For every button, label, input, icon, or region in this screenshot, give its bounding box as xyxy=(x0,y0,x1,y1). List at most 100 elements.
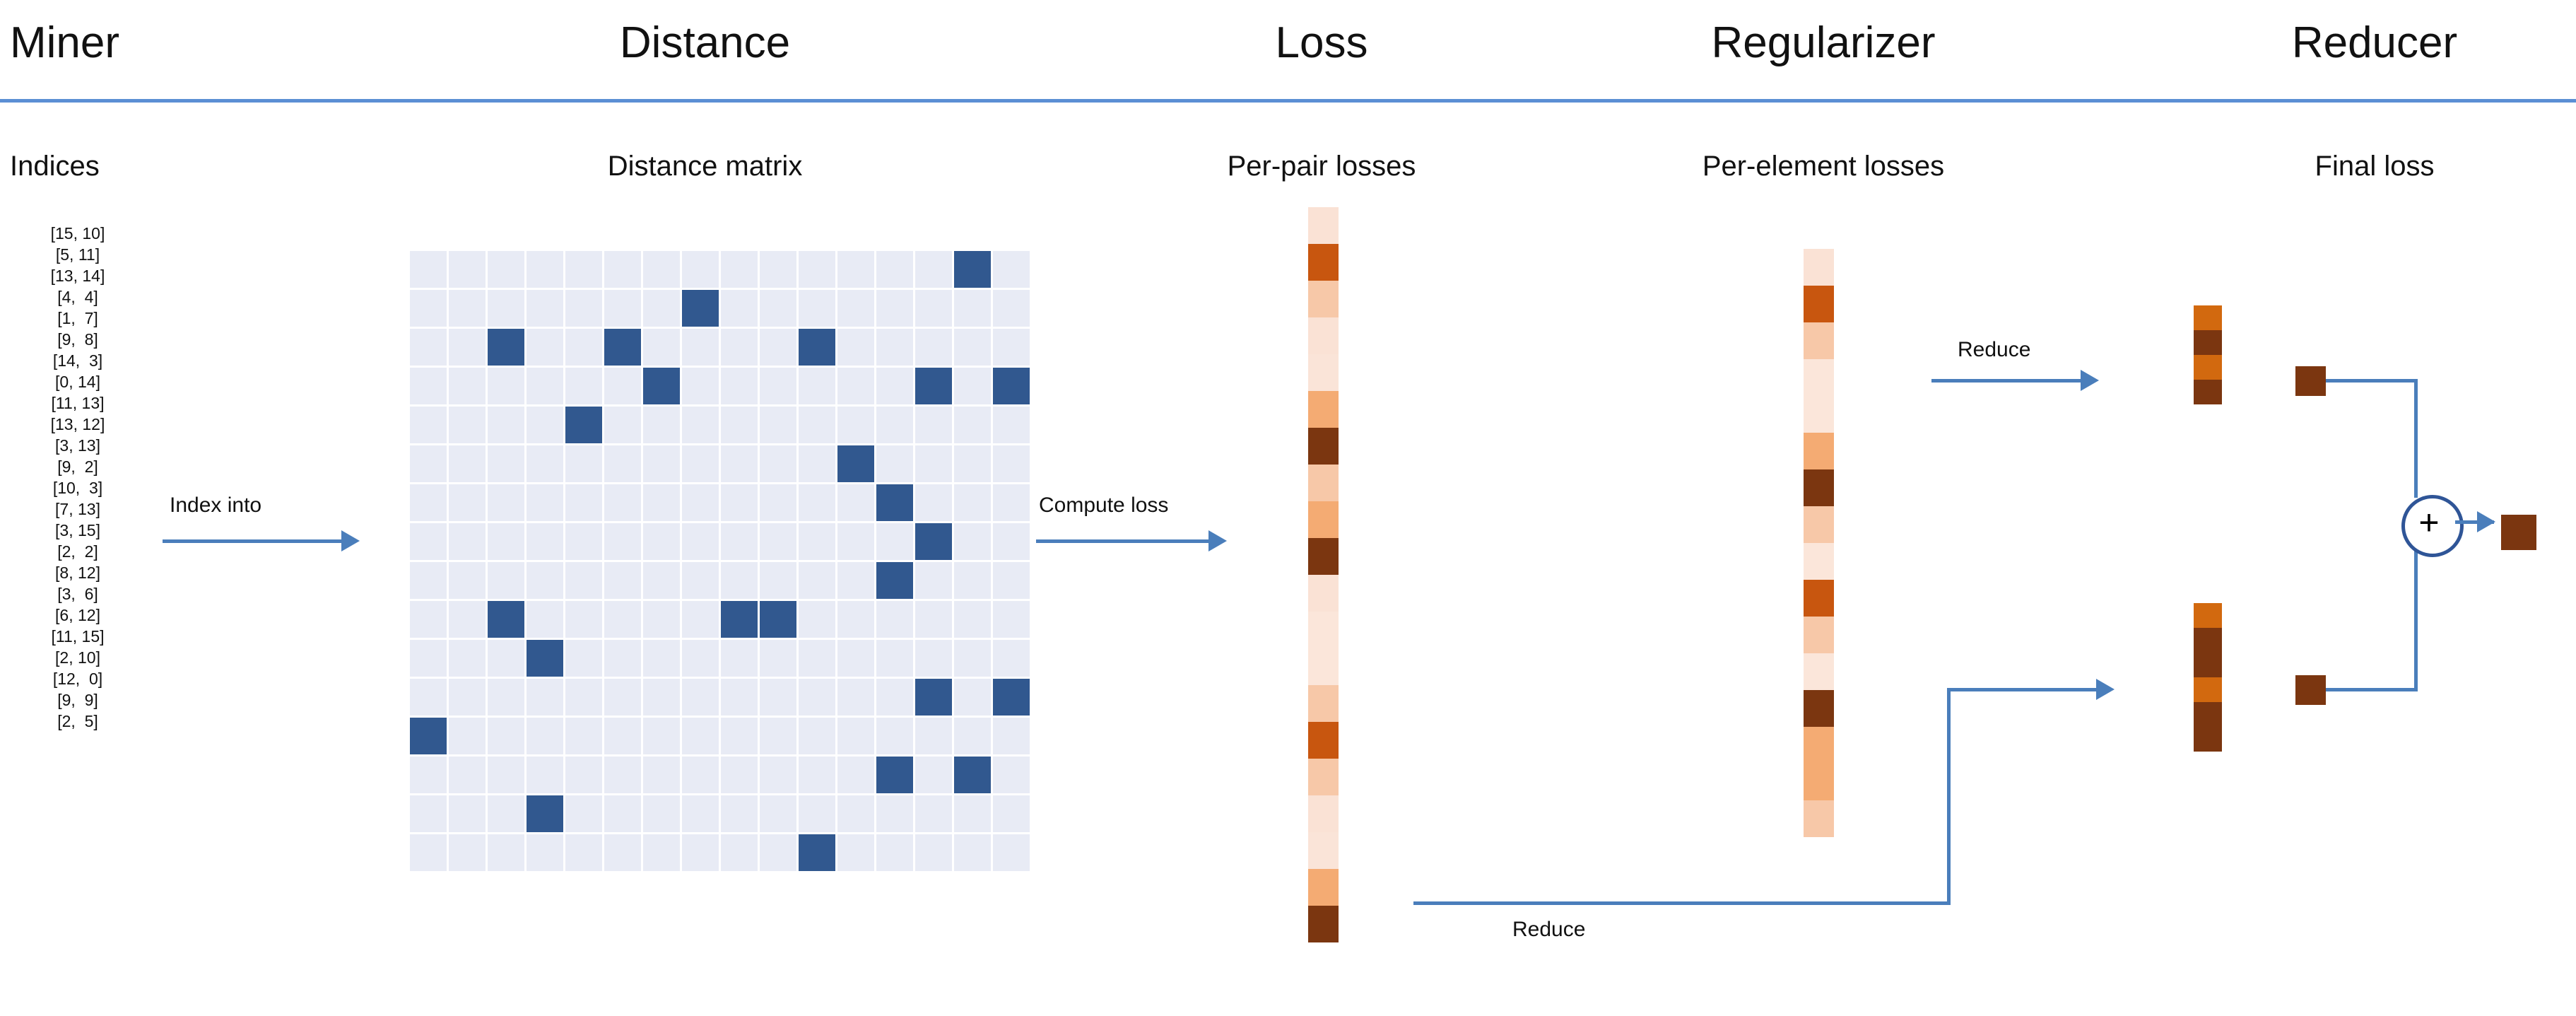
per-element-loss-cell xyxy=(1804,322,1834,359)
matrix-cell xyxy=(721,562,758,599)
matrix-cell-selected xyxy=(993,368,1030,404)
index-pair-row: [11, 15] xyxy=(51,627,105,646)
index-pair-row: [1, 7] xyxy=(57,309,98,327)
matrix-cell xyxy=(449,795,486,832)
matrix-cell xyxy=(488,757,524,793)
index-pair-row: [11, 13] xyxy=(51,394,105,412)
matrix-cell xyxy=(799,679,835,716)
matrix-cell xyxy=(565,795,602,832)
matrix-cell xyxy=(527,679,563,716)
matrix-cell xyxy=(643,795,680,832)
subtitle-distance-matrix: Distance matrix xyxy=(607,151,803,182)
matrix-cell xyxy=(799,407,835,443)
matrix-cell xyxy=(488,368,524,404)
per-element-loss-cell xyxy=(1804,506,1834,543)
matrix-cell-selected xyxy=(760,601,796,638)
matrix-cell xyxy=(993,834,1030,871)
matrix-cell xyxy=(760,640,796,677)
matrix-cell xyxy=(565,601,602,638)
per-element-loss-cell xyxy=(1804,359,1834,396)
matrix-cell xyxy=(449,484,486,521)
matrix-cell xyxy=(993,523,1030,560)
matrix-cell xyxy=(604,290,641,327)
per-element-loss-cell xyxy=(1804,543,1834,580)
matrix-cell xyxy=(993,407,1030,443)
index-pair-row: [9, 9] xyxy=(57,691,98,709)
matrix-cell xyxy=(604,757,641,793)
matrix-cell xyxy=(565,329,602,366)
arrow-head-reduce-bottom xyxy=(2096,679,2115,700)
index-pair-row: [15, 10] xyxy=(50,224,105,243)
matrix-cell xyxy=(993,718,1030,754)
matrix-cell xyxy=(449,640,486,677)
matrix-cell xyxy=(993,251,1030,288)
matrix-cell xyxy=(410,834,447,871)
matrix-cell-selected xyxy=(565,407,602,443)
index-pair-row: [2, 2] xyxy=(57,542,98,561)
matrix-cell xyxy=(488,679,524,716)
matrix-cell xyxy=(565,834,602,871)
subtitle-final-loss: Final loss xyxy=(2315,151,2435,182)
matrix-cell xyxy=(604,834,641,871)
per-pair-loss-cell xyxy=(1308,354,1339,391)
header-divider-rule xyxy=(0,99,2576,103)
per-pair-loss-cell xyxy=(1308,722,1339,759)
matrix-cell xyxy=(915,407,952,443)
matrix-cell xyxy=(721,795,758,832)
matrix-cell xyxy=(993,329,1030,366)
matrix-cell xyxy=(837,329,874,366)
matrix-cell xyxy=(876,251,913,288)
matrix-cell xyxy=(837,251,874,288)
matrix-cell xyxy=(527,329,563,366)
per-pair-loss-cell xyxy=(1308,465,1339,501)
matrix-cell xyxy=(837,407,874,443)
matrix-cell-selected xyxy=(527,795,563,832)
reduce-bottom-path-horizontal-low xyxy=(1413,901,1951,905)
subtitle-per-element-losses: Per-element losses xyxy=(1702,151,1945,182)
per-pair-loss-cell xyxy=(1308,428,1339,465)
matrix-cell xyxy=(565,368,602,404)
matrix-cell xyxy=(643,329,680,366)
matrix-cell xyxy=(915,329,952,366)
matrix-cell-selected xyxy=(604,329,641,366)
matrix-cell-selected xyxy=(954,757,991,793)
column-title-miner: Miner xyxy=(10,18,120,67)
matrix-cell-selected xyxy=(527,640,563,677)
matrix-cell xyxy=(643,562,680,599)
matrix-cell xyxy=(410,290,447,327)
matrix-cell xyxy=(721,757,758,793)
matrix-cell xyxy=(643,484,680,521)
matrix-cell xyxy=(643,445,680,482)
matrix-cell xyxy=(799,601,835,638)
matrix-cell xyxy=(876,718,913,754)
matrix-cell xyxy=(915,640,952,677)
matrix-cell xyxy=(721,834,758,871)
matrix-cell xyxy=(954,795,991,832)
reducer-input-cell xyxy=(2194,330,2222,355)
matrix-cell-selected xyxy=(410,718,447,754)
matrix-cell xyxy=(604,718,641,754)
arrow-head-compute-loss xyxy=(1208,530,1227,551)
matrix-cell-selected xyxy=(915,523,952,560)
per-element-loss-cell xyxy=(1804,249,1834,286)
per-element-loss-cell xyxy=(1804,469,1834,506)
matrix-cell xyxy=(721,407,758,443)
matrix-cell xyxy=(915,795,952,832)
matrix-cell xyxy=(721,718,758,754)
per-pair-loss-cell xyxy=(1308,244,1339,281)
arrow-head-final-loss xyxy=(2477,511,2495,532)
matrix-cell xyxy=(799,484,835,521)
per-pair-loss-cell xyxy=(1308,612,1339,648)
matrix-cell xyxy=(682,679,719,716)
matrix-cell xyxy=(410,679,447,716)
matrix-cell xyxy=(527,407,563,443)
arrow-label-reduce-bottom: Reduce xyxy=(1512,918,1586,941)
matrix-cell xyxy=(682,718,719,754)
matrix-cell xyxy=(837,290,874,327)
per-pair-loss-cell xyxy=(1308,538,1339,575)
matrix-cell xyxy=(488,251,524,288)
matrix-cell xyxy=(643,718,680,754)
matrix-cell xyxy=(449,251,486,288)
matrix-cell xyxy=(915,757,952,793)
matrix-cell xyxy=(565,679,602,716)
